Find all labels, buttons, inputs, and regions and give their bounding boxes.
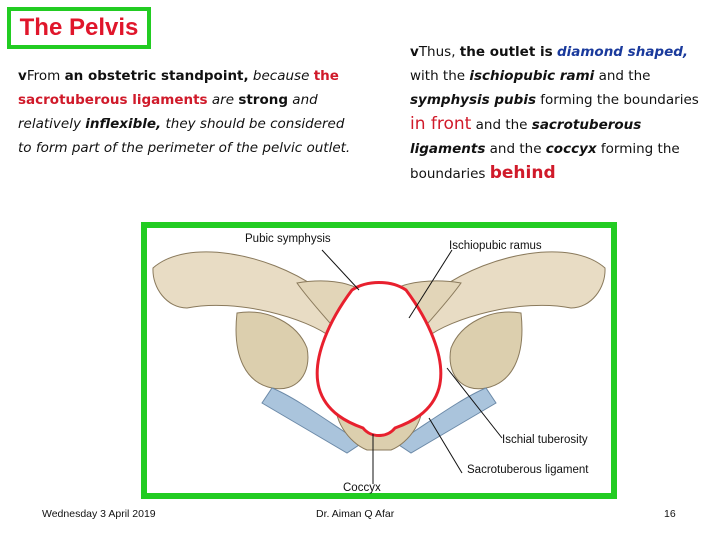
rb-p13: and the	[485, 141, 546, 157]
label-sacrotuberous-ligament: Sacrotuberous ligament	[467, 464, 589, 476]
lb-p1: From	[26, 68, 65, 84]
rb-p2: the outlet is	[459, 44, 553, 60]
rb-p1: Thus,	[418, 44, 460, 60]
lb-p2: an obstetric standpoint,	[64, 68, 249, 84]
bullet-marker-icon: v	[18, 68, 27, 84]
pelvis-illustration	[152, 249, 606, 484]
lb-p6: strong	[238, 92, 289, 108]
rb-p10: in front	[410, 114, 472, 134]
label-coccyx: Coccyx	[343, 482, 381, 494]
rb-p8: symphysis pubis	[410, 92, 536, 108]
rb-p11: and the	[471, 117, 532, 133]
rb-p6: ischiopubic rami	[469, 68, 595, 84]
rb-p12: sacrotuberous ligaments	[410, 117, 642, 157]
pelvis-figure: Pubic symphysis Ischiopubic ramus Ischia…	[141, 222, 617, 499]
rb-p5: with the	[410, 68, 470, 84]
footer-author: Dr. Aiman Q Afar	[316, 508, 395, 520]
bullet-marker-icon: v	[410, 44, 419, 60]
footer-page-number: 16	[664, 508, 676, 520]
lb-p7: and relatively	[18, 92, 318, 132]
lb-p5: are	[207, 92, 239, 108]
label-ischiopubic-ramus: Ischiopubic ramus	[449, 240, 542, 252]
left-bullet-text: vFrom an obstetric standpoint, because t…	[18, 64, 358, 160]
title-box: The Pelvis	[7, 7, 151, 49]
lb-p8: inflexible,	[85, 116, 162, 132]
lb-p9: they should be considered to form part o…	[18, 116, 351, 156]
lb-p4: the sacrotuberous ligaments	[18, 68, 339, 108]
rb-p4: diamond shaped,	[556, 44, 689, 60]
rb-p9: forming the boundaries	[535, 92, 699, 108]
right-bullet-text: vThus, the outlet is diamond shaped, wit…	[410, 40, 710, 186]
label-ischial-tuberosity: Ischial tuberosity	[502, 434, 588, 446]
rb-p7: and the	[594, 68, 651, 84]
footer-date: Wednesday 3 April 2019	[42, 508, 156, 520]
rb-p15: forming the boundaries	[410, 141, 680, 182]
lb-p3: because	[248, 68, 314, 84]
label-pubic-symphysis: Pubic symphysis	[245, 233, 331, 245]
rb-p16: behind	[489, 163, 556, 183]
slide-title: The Pelvis	[19, 14, 139, 41]
rb-p14: coccyx	[545, 141, 597, 157]
